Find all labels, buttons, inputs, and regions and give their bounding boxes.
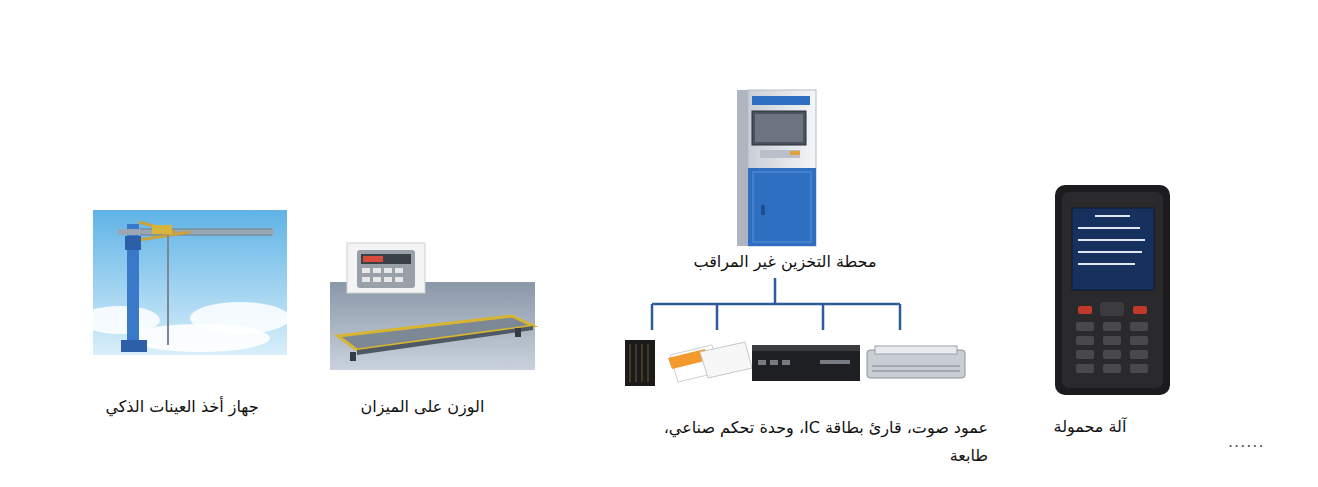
device-label: الوزن على الميزان bbox=[324, 393, 521, 421]
device-label: جهاز أخذ العينات الذكي bbox=[86, 393, 278, 421]
weighbridge-picture bbox=[330, 243, 535, 370]
device-group: جهاز أخذ العينات الذكي bbox=[82, 393, 282, 421]
device-group: محطة التخزين غير المراقب bbox=[660, 248, 910, 276]
peripherals-picture bbox=[625, 340, 965, 386]
device-label: آلة محمولة bbox=[1019, 413, 1161, 441]
ellipsis-note: ...... bbox=[1228, 432, 1265, 451]
device-group: عمود صوت، قارئ بطاقة IC، وحدة تحكم صناعي… bbox=[622, 330, 992, 470]
device-label: محطة التخزين غير المراقب bbox=[664, 248, 906, 276]
device-label: عمود صوت، قارئ بطاقة IC، وحدة تحكم صناعي… bbox=[626, 414, 988, 470]
tree-connector bbox=[652, 278, 900, 330]
sampler-picture bbox=[80, 210, 290, 355]
device-group: الوزن على الميزان bbox=[320, 393, 525, 421]
handheld-picture bbox=[1055, 185, 1170, 395]
kiosk-picture bbox=[737, 90, 816, 246]
device-group: آلة محمولة bbox=[1015, 413, 1165, 441]
